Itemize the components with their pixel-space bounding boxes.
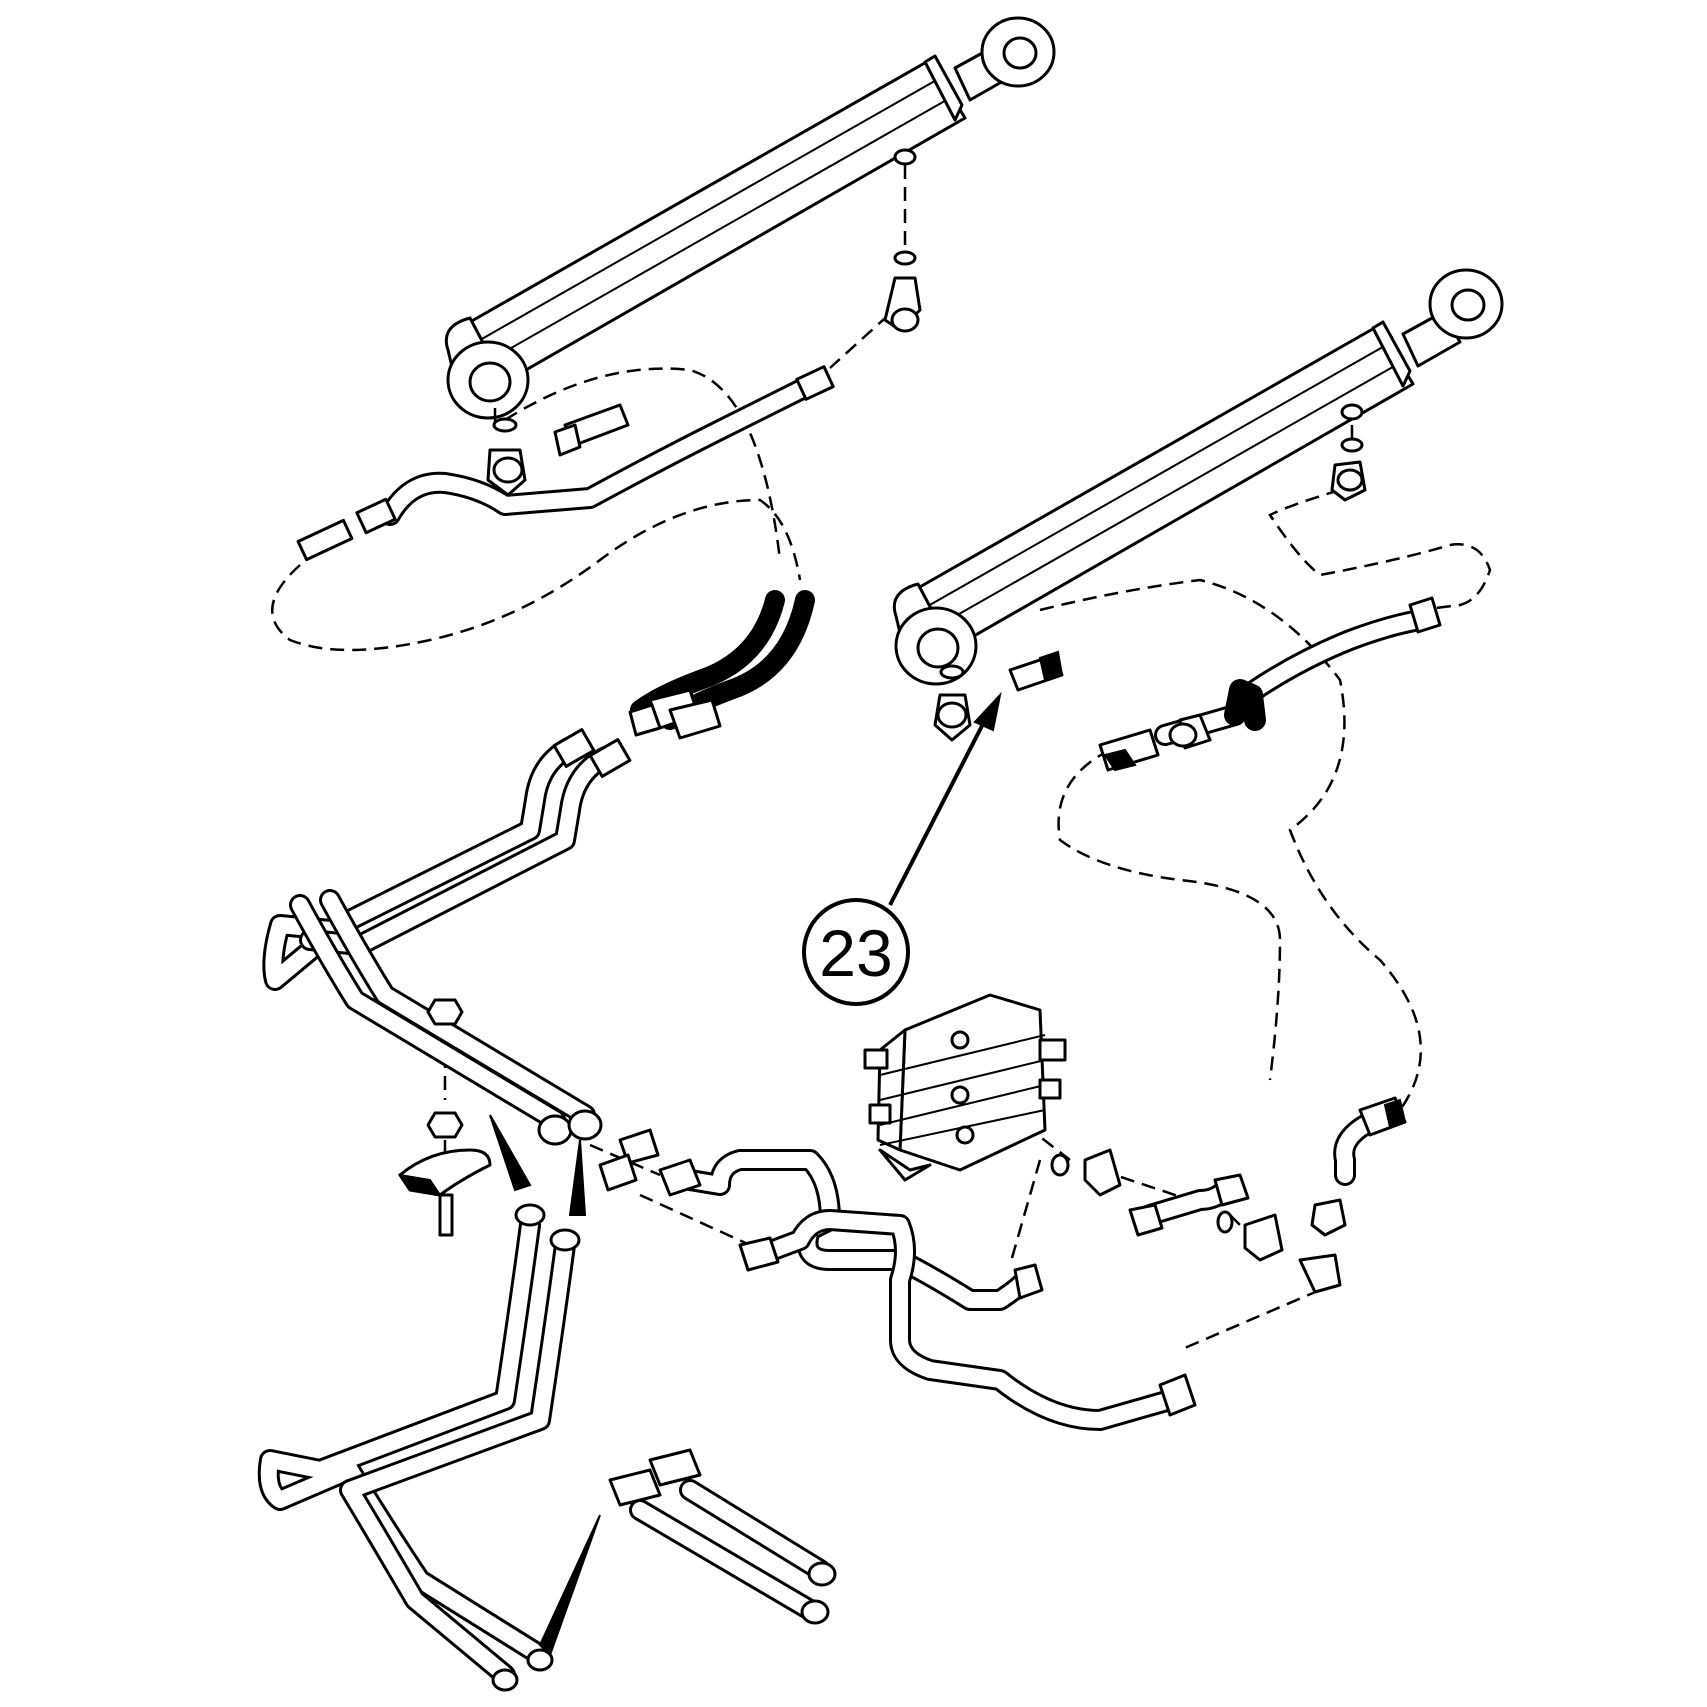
control-valve-bank — [863, 993, 1067, 1182]
upper-left-fittings — [486, 250, 922, 497]
right-pipe-assembly — [1050, 596, 1442, 1294]
center-pipes — [598, 1128, 1197, 1431]
right-cylinder-fittings — [933, 437, 1367, 742]
callout-arrow-head — [973, 691, 1002, 732]
left-pipe-bundle-lower — [257, 1203, 601, 1692]
upper-left-cylinder — [444, 16, 1056, 420]
clamp-hardware — [397, 998, 587, 1237]
callout-leader-line — [888, 719, 987, 906]
callout-circle — [802, 898, 910, 1006]
upper-pipe-assembly — [296, 365, 835, 562]
left-pipe-bundle-upper — [262, 728, 632, 1146]
callout-number: 23 — [819, 916, 892, 990]
dashed-routing-lines — [270, 165, 1492, 1352]
lower-short-tubes — [608, 1448, 837, 1625]
callout-23: 23 — [802, 691, 1002, 1006]
rubber-hoses — [628, 590, 815, 740]
